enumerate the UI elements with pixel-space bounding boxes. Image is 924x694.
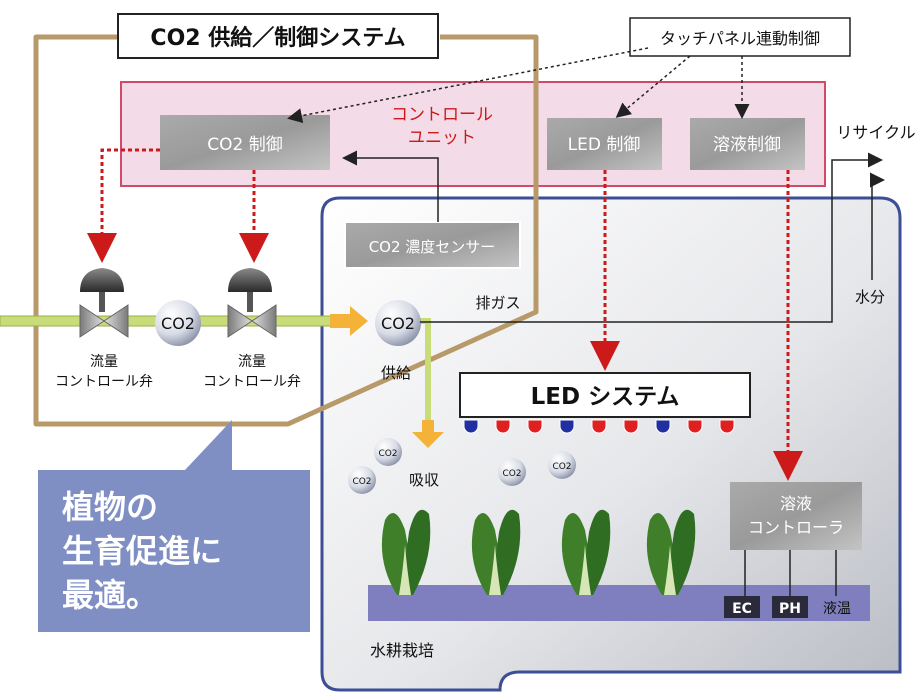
led-control-box[interactable] (547, 118, 662, 170)
control-unit-line1: コントロール (391, 105, 493, 125)
touch-panel-box[interactable] (629, 17, 851, 57)
valve-left-line2: コントロール弁 (55, 374, 153, 390)
title-box (117, 13, 439, 59)
co2-control-label: CO2 制御 (207, 135, 282, 155)
exhaust-label: 排ガス (475, 294, 520, 312)
callout-line3: 最適。 (62, 576, 158, 614)
solution-control-label: 溶液制御 (713, 135, 781, 155)
water-line (870, 172, 885, 280)
co2-bubble-small (548, 451, 576, 479)
callout-line2: 生育促進に (62, 532, 222, 570)
recycle-label: リサイクル (836, 123, 915, 142)
plant (561, 509, 611, 595)
flow-valve-right[interactable] (227, 268, 277, 338)
co2-supply-label: CO2 (381, 314, 415, 333)
exhaust-line (420, 152, 883, 323)
touch-panel-label: タッチパネル連動制御 (660, 29, 820, 48)
co2-small-label: CO2 (378, 449, 397, 459)
solution-controller-line1: 溶液 (780, 494, 812, 513)
water-label: 水分 (855, 288, 885, 306)
callout-line1: 植物の (62, 488, 158, 526)
ph-sensor-tag (772, 596, 808, 618)
temp-label: 液温 (823, 601, 851, 617)
supply-label: 供給 (381, 364, 411, 382)
supply-arrow (330, 306, 368, 336)
led-control-label: LED 制御 (568, 135, 641, 155)
touch-to-co2-arrow (287, 47, 649, 124)
ec-sensor-tag (724, 596, 760, 618)
plant (471, 509, 521, 595)
touch-to-led-arrow (615, 55, 691, 118)
led-system-label: LED システム (531, 384, 680, 410)
valve-right-line2: コントロール弁 (203, 374, 301, 390)
co2-small-label: CO2 (502, 469, 521, 479)
growth-chamber (320, 196, 902, 692)
co2-sensor-box (344, 221, 521, 269)
co2-bubble-supply (375, 300, 421, 346)
solution-controller-box[interactable] (730, 482, 862, 550)
control-unit-line2: ユニット (408, 128, 476, 148)
solution-controller-line2: コントローラ (748, 518, 844, 537)
absorb-arrow (412, 420, 444, 448)
valve-right-line1: 流量 (238, 354, 266, 370)
co2-small-label: CO2 (552, 462, 571, 472)
hydroponics-label: 水耕栽培 (370, 641, 434, 660)
callout-bubble (38, 420, 310, 632)
co2-small-label: CO2 (352, 477, 371, 487)
co2-control-box[interactable] (160, 115, 330, 170)
co2-bubble-small (348, 466, 376, 494)
co2-system-border (33, 34, 539, 427)
led-array (463, 419, 735, 434)
valve-left-line1: 流量 (90, 354, 118, 370)
co2-bubble-small (498, 458, 526, 486)
plant (381, 509, 431, 595)
solution-control-box[interactable] (690, 118, 805, 170)
co2-bubble-pipe (155, 300, 201, 346)
co2-pipe-label: CO2 (161, 314, 195, 333)
plant (646, 509, 696, 595)
title-text: CO2 供給／制御システム (150, 25, 405, 51)
controller-legs (744, 550, 837, 596)
co2-bubble-small (374, 438, 402, 466)
co2-sensor-label: CO2 濃度センサー (369, 238, 496, 256)
sensor-to-co2-control-arrow (342, 150, 439, 222)
supply-pipe (418, 318, 431, 420)
led-system-box (459, 372, 751, 418)
co2-to-valve-left-arrow (87, 148, 160, 263)
ec-label: EC (732, 601, 752, 617)
flow-valve-left[interactable] (79, 268, 129, 338)
ph-label: PH (779, 601, 801, 617)
absorb-label: 吸収 (409, 471, 439, 489)
